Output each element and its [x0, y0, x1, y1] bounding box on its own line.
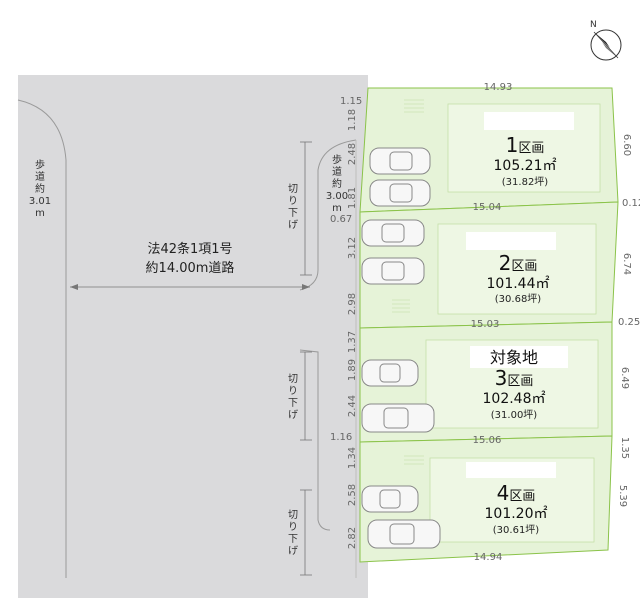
dim-bottom: 14.94	[474, 552, 503, 563]
dim-fv-7: 1.89	[347, 359, 358, 381]
lot-1-tsubo: (31.82坪)	[502, 175, 549, 188]
right-sidewalk-char-3: 約	[332, 177, 342, 190]
dim-r1: 6.60	[621, 134, 632, 156]
lot-1-title: 1区画	[506, 133, 545, 157]
compass-icon: N	[590, 20, 622, 61]
dim-fv-10: 2.58	[347, 484, 358, 506]
dim-left-115: 1.15	[340, 96, 362, 107]
dim-fv-4: 3.12	[347, 237, 358, 259]
curb-curve	[17, 99, 67, 578]
dim-fv-2: 2.48	[347, 143, 358, 165]
svg-text:切: 切	[288, 183, 298, 195]
dim-fv-9: 1.34	[347, 447, 358, 469]
road-arrow-right	[302, 284, 310, 290]
road-line1: 法42条1項1号	[147, 241, 232, 257]
lot-4-tsubo: (30.61坪)	[493, 523, 540, 536]
curb-right	[299, 139, 357, 291]
lot-3-area: 102.48㎡	[483, 391, 546, 407]
road-line2: 約14.00m道路	[146, 260, 235, 276]
dim-left-067: 0.67	[330, 214, 352, 225]
svg-text:げ: げ	[288, 545, 298, 557]
right-sidewalk-char-1: 歩	[332, 153, 342, 166]
dim-r23: 0.25	[618, 317, 640, 328]
svg-text:り: り	[288, 195, 298, 207]
lot-4-title: 4区画	[497, 481, 536, 505]
svg-text:り: り	[288, 521, 298, 533]
svg-text:切: 切	[288, 509, 298, 521]
dim-fv-8: 2.44	[347, 395, 358, 417]
left-sidewalk-width: 3.01	[29, 196, 51, 207]
svg-text:下: 下	[288, 398, 298, 409]
lot-1-area: 105.21㎡	[494, 158, 557, 174]
svg-text:下: 下	[288, 534, 298, 545]
lot-2-title: 2区画	[499, 251, 538, 275]
lot-1-label-bg	[484, 112, 574, 130]
dim-left-116: 1.16	[330, 432, 352, 443]
cut-label-2: 切 り 下 げ	[288, 351, 312, 441]
lot-3-title: 3区画	[495, 366, 534, 390]
left-sidewalk-char-3: 約	[35, 182, 45, 195]
left-sidewalk-char-1: 歩	[35, 158, 45, 171]
dim-top: 14.93	[484, 82, 513, 93]
right-sidewalk-unit: m	[332, 203, 342, 214]
dim-fv-1: 1.18	[347, 109, 358, 131]
lot-4-area: 101.20㎡	[485, 506, 548, 522]
dim-r12: 0.12	[622, 198, 640, 209]
dim-fv-3: 1.81	[347, 187, 358, 209]
right-sidewalk-width: 3.00	[326, 191, 348, 202]
lot-2-area: 101.44㎡	[487, 276, 550, 292]
svg-text:N: N	[590, 20, 597, 30]
lot-2-tsubo: (30.68坪)	[495, 292, 542, 305]
lot-4-label-bg	[466, 462, 556, 478]
lot-2-label-bg	[466, 232, 556, 250]
lot-3-tsubo: (31.00坪)	[491, 408, 538, 421]
road-arrow-left	[70, 284, 78, 290]
cut-label-3: 切 り 下 げ	[288, 489, 312, 576]
cut-label-1: 切 り 下 げ	[288, 141, 312, 276]
svg-text:げ: げ	[288, 219, 298, 231]
left-sidewalk-unit: m	[35, 208, 45, 219]
dim-b12: 15.04	[473, 202, 502, 213]
dim-fv-5: 2.98	[347, 293, 358, 315]
dim-r3: 6.49	[619, 367, 630, 389]
curb-right-lower	[299, 349, 331, 531]
dim-r4: 5.39	[617, 485, 628, 507]
dim-fv-11: 2.82	[347, 527, 358, 549]
right-sidewalk-char-2: 道	[332, 165, 342, 178]
svg-text:り: り	[288, 385, 298, 397]
dim-b34: 15.06	[473, 435, 502, 446]
dim-r34: 1.35	[619, 437, 630, 459]
left-sidewalk-char-2: 道	[35, 170, 45, 183]
svg-text:下: 下	[288, 208, 298, 219]
dim-r2: 6.74	[621, 253, 632, 275]
dim-b23: 15.03	[471, 319, 500, 330]
road-area	[18, 75, 368, 598]
stairs	[392, 99, 424, 465]
car-icons	[361, 147, 441, 549]
lot-3-label-bg	[470, 346, 568, 368]
dim-fv-6: 1.37	[347, 331, 358, 353]
svg-text:切: 切	[288, 373, 298, 385]
svg-text:げ: げ	[288, 409, 298, 421]
target-label: 対象地	[490, 348, 538, 367]
